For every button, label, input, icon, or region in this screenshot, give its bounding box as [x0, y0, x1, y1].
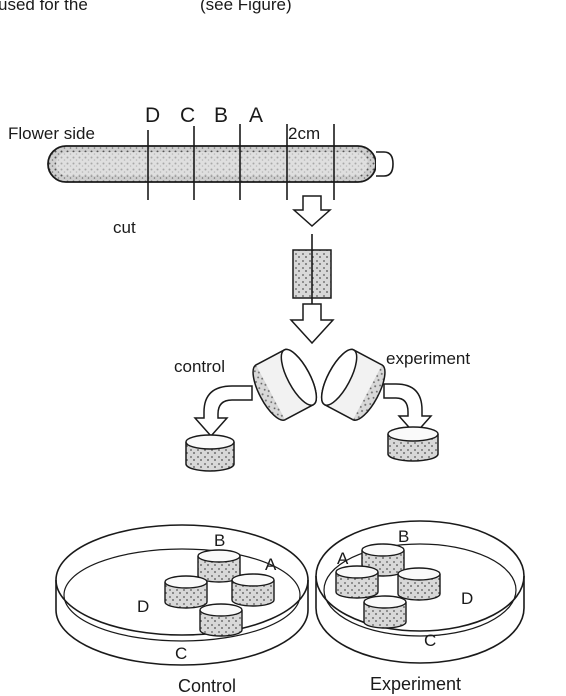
section-label-d: D — [145, 104, 160, 127]
curved-arrow-left-icon — [195, 386, 252, 436]
control-disk-top — [186, 435, 234, 449]
stem-group: Flower side D C B A 2cm cut — [8, 104, 393, 237]
experiment-disk-c-top — [364, 596, 406, 608]
control-disk-a-top — [232, 574, 274, 586]
top-caption-tail: (see Figure) — [200, 0, 292, 14]
cut-label: cut — [113, 218, 136, 237]
stem-highlight — [56, 152, 368, 176]
top-caption: used for the (see Figure) — [0, 0, 292, 14]
experiment-branch-label: experiment — [386, 349, 470, 368]
control-disk-d-top — [165, 576, 207, 588]
down-arrow-icon — [294, 196, 330, 226]
section-label-b: B — [214, 104, 228, 127]
control-label-c: C — [175, 644, 187, 663]
control-dish: B A D C Control — [56, 525, 308, 696]
control-caption: Control — [178, 676, 236, 696]
control-label-d: D — [137, 597, 149, 616]
experiment-half — [315, 345, 392, 425]
experiment-dish: B A D C Experiment — [316, 521, 524, 694]
experiment-label-b: B — [398, 527, 409, 546]
section-label-a: A — [249, 104, 263, 127]
length-label: 2cm — [288, 124, 320, 143]
stem-segment — [293, 234, 331, 310]
stem-tip — [376, 152, 393, 176]
control-disk-b-top — [198, 550, 240, 562]
control-label-a: A — [265, 555, 277, 574]
experiment-label-d: D — [461, 589, 473, 608]
control-branch-label: control — [174, 357, 225, 376]
experiment-disk — [388, 427, 438, 461]
control-disk — [186, 435, 234, 471]
experiment-label-c: C — [424, 631, 436, 650]
experiment-label-a: A — [337, 549, 349, 568]
experiment-disk-top — [388, 427, 438, 441]
control-disk-c-top — [200, 604, 242, 616]
flower-side-label: Flower side — [8, 124, 95, 143]
experiment-caption: Experiment — [370, 674, 461, 694]
control-half — [246, 345, 323, 425]
down-arrow-icon — [291, 304, 333, 343]
section-label-c: C — [180, 104, 195, 127]
experiment-disk-d-top — [398, 568, 440, 580]
top-caption-text: used for the — [0, 0, 88, 14]
control-label-b: B — [214, 531, 225, 550]
